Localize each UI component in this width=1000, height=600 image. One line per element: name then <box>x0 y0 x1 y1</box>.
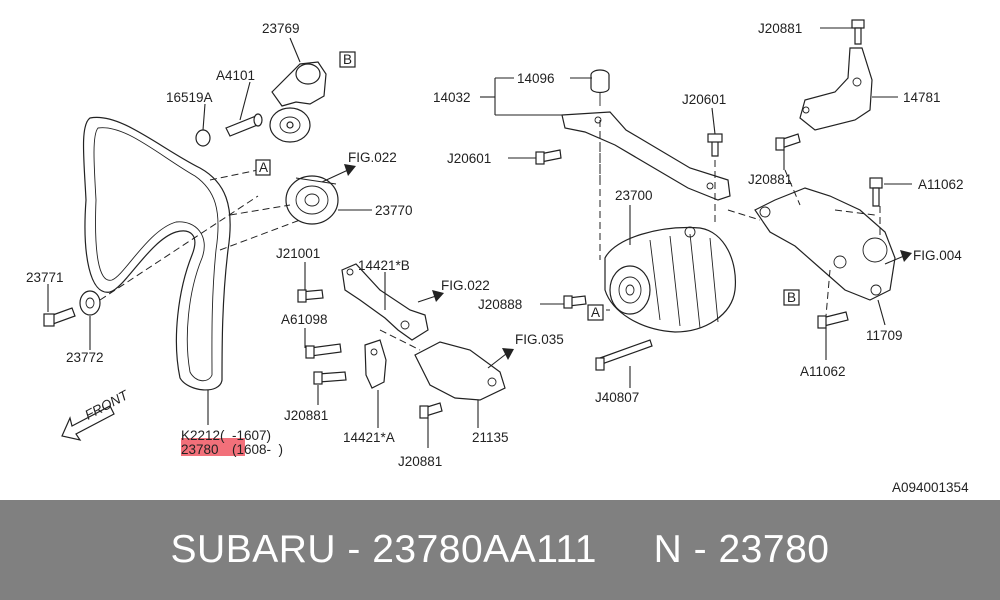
label-J20601-a: J20601 <box>682 92 726 107</box>
ref-box-b-bracket: B <box>783 289 800 306</box>
label-J20881-b: J20881 <box>398 454 442 469</box>
label-14421A: 14421*A <box>343 430 395 445</box>
alternator <box>604 226 737 333</box>
label-J20601-b: J20601 <box>447 151 491 166</box>
label-A11062-a: A11062 <box>918 177 964 192</box>
label-23700: 23700 <box>615 188 653 203</box>
fig-arrows <box>321 164 912 369</box>
label-J20881-a: J20881 <box>284 408 328 423</box>
label-fig004: FIG.004 <box>913 248 962 263</box>
label-J20881-c: J20881 <box>758 21 802 36</box>
label-23780: 23780 <box>181 442 219 457</box>
idler-pulley <box>285 175 339 225</box>
bolt-J40807 <box>595 339 653 371</box>
label-14421B: 14421*B <box>358 258 410 273</box>
label-14096: 14096 <box>517 71 555 86</box>
bolts-right <box>775 19 883 329</box>
ref-box-a-alternator: A <box>587 304 604 321</box>
leader-lines <box>47 27 912 448</box>
stay-bracket-14032 <box>561 111 731 201</box>
bolt-A4101 <box>225 113 263 137</box>
part-labels: 23769 A4101 16519A 23770 23771 23772 FIG… <box>26 21 969 495</box>
drive-belt <box>82 116 231 391</box>
footer-banner: SUBARU - 23780AA111 N - 23780 <box>0 500 1000 600</box>
bracket-14421A <box>364 339 387 389</box>
svg-text:B: B <box>343 52 352 67</box>
bracket-14781 <box>799 47 873 131</box>
bracket-21135 <box>414 341 506 401</box>
image-id: A094001354 <box>892 480 969 495</box>
label-fig022-b: FIG.022 <box>441 278 490 293</box>
highlight-23780 <box>181 438 245 456</box>
label-11709: 11709 <box>866 328 903 343</box>
label-14032: 14032 <box>433 90 471 105</box>
washer-23772 <box>79 290 101 316</box>
label-23770: 23770 <box>375 203 413 218</box>
tensioner-assembly <box>269 61 327 143</box>
bracket-11709 <box>754 187 896 301</box>
label-23772: 23772 <box>66 350 104 365</box>
ref-box-b-tensioner: B <box>339 51 356 68</box>
label-23769: 23769 <box>262 21 300 36</box>
ref-box-a-belt: A <box>255 159 271 176</box>
footer-part-numbers: SUBARU - 23780AA111 N - 23780 <box>170 528 830 571</box>
parts-diagram: FRONT A B A B 23769 A4101 16519A 23770 2… <box>26 19 969 495</box>
label-16519A: 16519A <box>166 90 213 105</box>
label-A61098: A61098 <box>281 312 328 327</box>
label-A11062-b: A11062 <box>800 364 846 379</box>
label-J20881-d: J20881 <box>748 172 792 187</box>
label-J40807: J40807 <box>595 390 639 405</box>
svg-text:B: B <box>787 290 796 305</box>
cap-16519A <box>195 129 211 147</box>
label-fig022-a: FIG.022 <box>348 150 397 165</box>
label-14781: 14781 <box>903 90 941 105</box>
label-J20888: J20888 <box>478 297 522 312</box>
label-23771: 23771 <box>26 270 64 285</box>
label-fig035: FIG.035 <box>515 332 564 347</box>
label-A4101: A4101 <box>216 68 255 83</box>
label-1608: (1608- ) <box>232 442 283 457</box>
bolt-J20888 <box>563 295 587 309</box>
front-arrow: FRONT <box>61 387 132 441</box>
svg-text:A: A <box>259 160 268 175</box>
bushing-14096 <box>590 69 610 106</box>
svg-text:A: A <box>591 305 600 320</box>
bolts-center <box>297 289 443 419</box>
bolts-stay <box>535 133 723 165</box>
label-K2212: K2212( -1607) <box>181 428 271 443</box>
bolt-23771 <box>43 307 76 327</box>
label-J21001: J21001 <box>276 246 320 261</box>
label-21135: 21135 <box>472 430 509 445</box>
